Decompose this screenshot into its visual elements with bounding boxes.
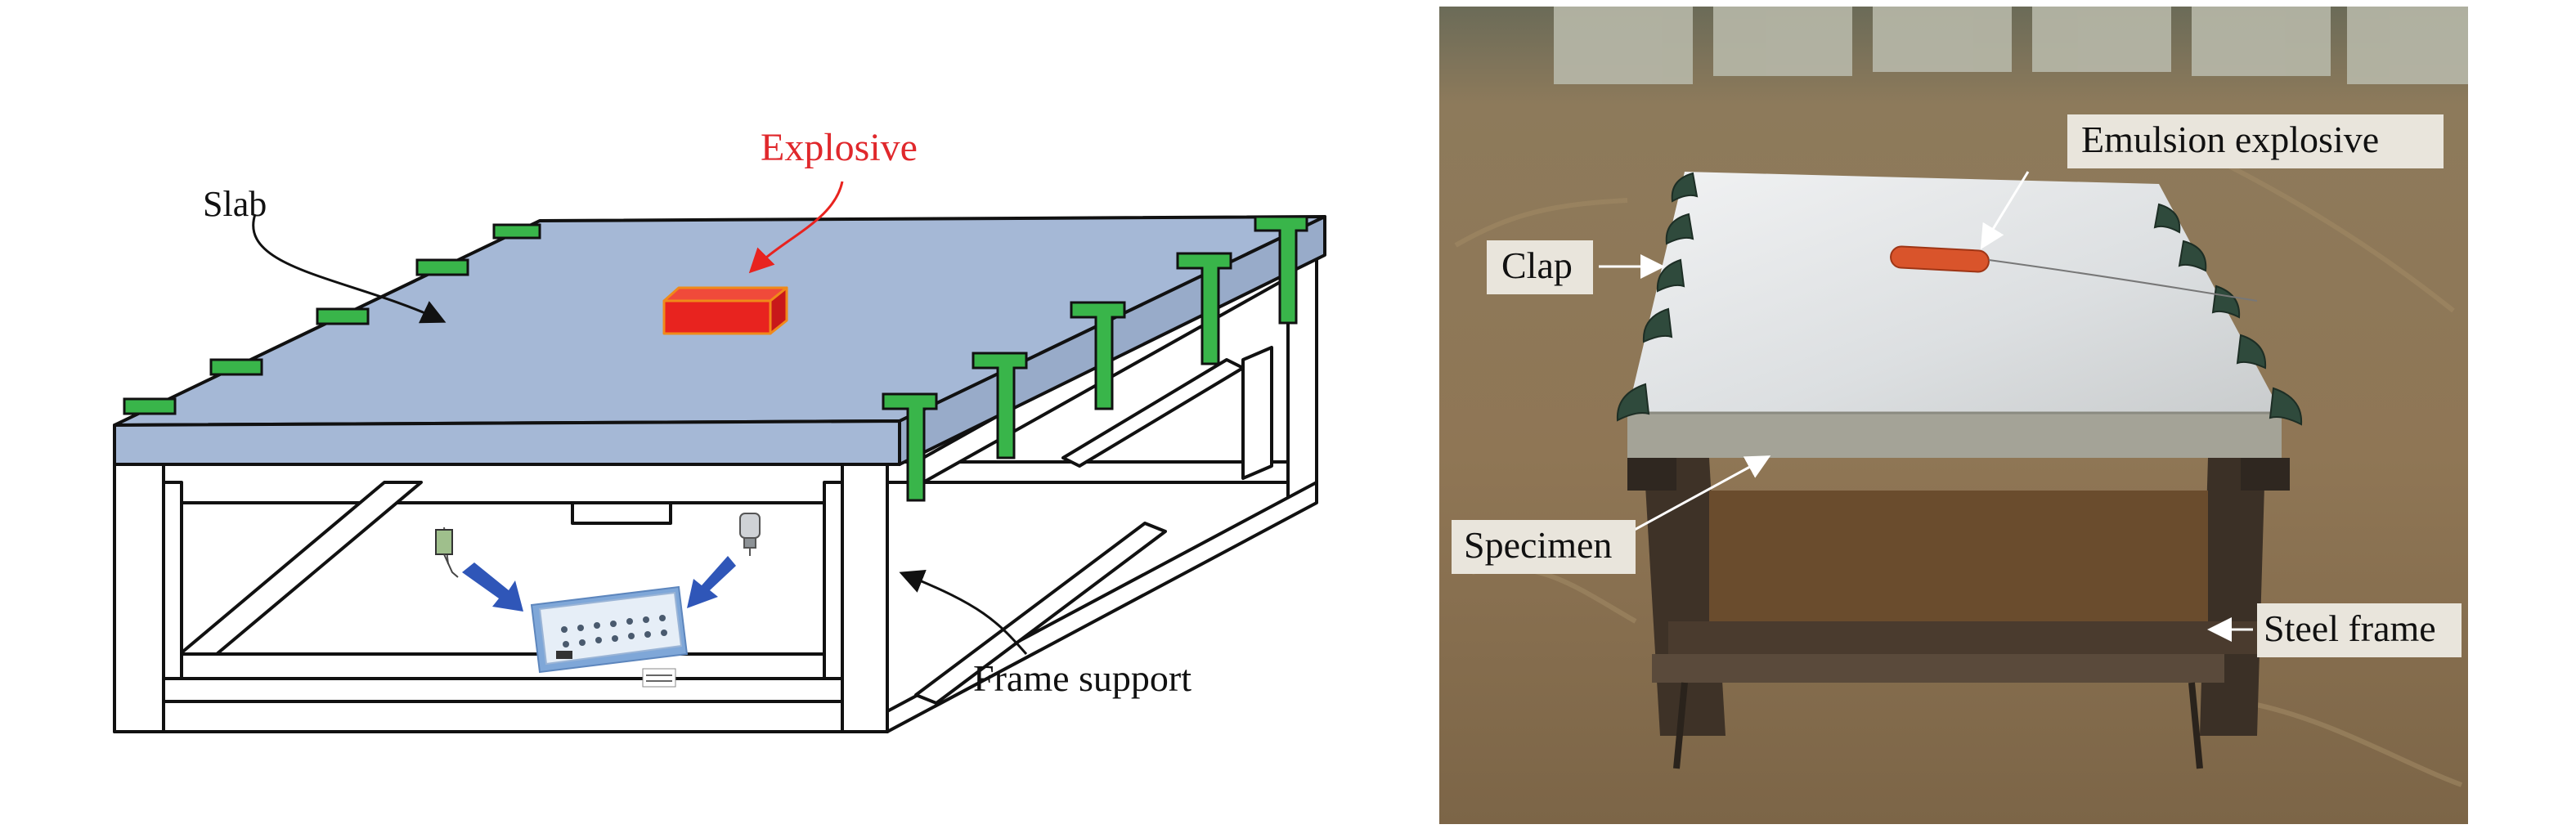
concrete-specimen: [1627, 172, 2282, 458]
clamp: [1656, 258, 1685, 293]
clamp: [316, 307, 370, 325]
clamp: [415, 258, 469, 276]
explosive-charge: [662, 286, 788, 335]
background-wall: [1554, 7, 2468, 84]
clamp: [2178, 240, 2207, 272]
svg-text:Clap: Clap: [1501, 244, 1573, 286]
clamp: [1176, 252, 1232, 365]
clamp: [882, 392, 938, 502]
callout-clap: Clap: [1487, 240, 1593, 294]
frame-support-leader: [899, 569, 1028, 655]
schematic-diagram: Slab Explosive Frame support: [113, 126, 1326, 733]
clamp: [1642, 307, 1673, 343]
slab-front: [113, 419, 901, 466]
specimen-leader: [1631, 455, 1771, 533]
clamp: [1665, 213, 1694, 245]
slab-leader: [252, 213, 447, 324]
emulsion-explosive-cartridge: [1890, 245, 2258, 302]
signal-arrows: [462, 556, 736, 612]
clamp: [972, 352, 1028, 459]
clamp: [2269, 387, 2303, 426]
explosive-leader: [748, 181, 844, 274]
svg-text:Steel frame: Steel frame: [2264, 607, 2436, 649]
left-edge-clamps: [123, 223, 541, 415]
soil-texture: [1454, 153, 2463, 787]
clamp: [1616, 383, 1650, 422]
pressure-sensor: [739, 513, 761, 556]
clamp: [2236, 334, 2267, 370]
clamp: [2153, 203, 2181, 234]
right-edge-clamps: [882, 215, 1308, 502]
clamp: [1070, 301, 1126, 410]
slab-label: Slab: [203, 184, 267, 224]
steel-frame: [1627, 458, 2290, 769]
callout-specimen: Specimen: [1452, 520, 1636, 574]
frame-support-label: Frame support: [973, 657, 1192, 699]
callout-emulsion-explosive: Emulsion explosive: [2067, 114, 2444, 168]
clamp: [1671, 172, 1699, 203]
clamp: [492, 223, 541, 240]
emulsion-leader: [1980, 171, 2030, 250]
signal-arrow-left: [462, 562, 523, 612]
clamp: [209, 358, 263, 376]
callout-steel-frame: Steel frame: [2257, 603, 2462, 657]
svg-text:Specimen: Specimen: [1464, 524, 1612, 566]
svg-text:Emulsion explosive: Emulsion explosive: [2081, 119, 2379, 160]
clamp: [1254, 215, 1308, 325]
data-acquisition-unit: [530, 585, 689, 688]
signal-arrow-right: [687, 556, 736, 608]
accelerometer-sensor: [435, 527, 459, 578]
clamp: [123, 397, 177, 415]
explosive-label: Explosive: [761, 126, 918, 169]
test-photo: Emulsion explosive Clap Specimen Steel f…: [1439, 7, 2468, 824]
